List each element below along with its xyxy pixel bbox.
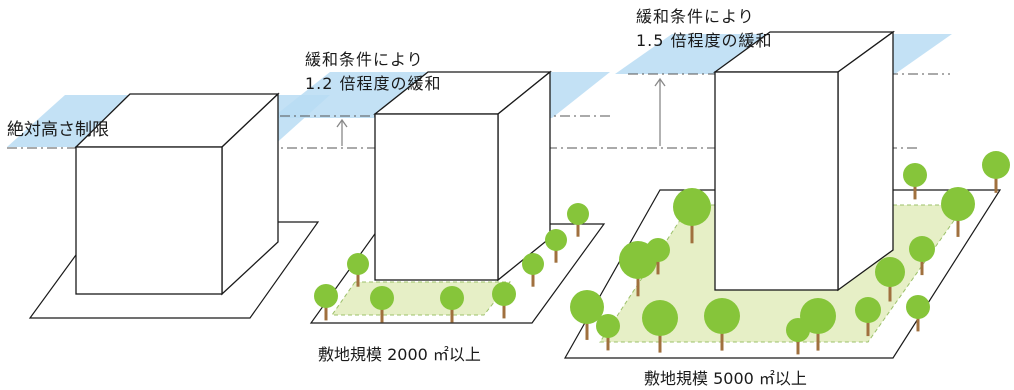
tree-trunk [920, 256, 924, 276]
tree-trunk [690, 218, 694, 244]
tree [545, 229, 567, 263]
building-5000 [713, 30, 895, 292]
tree [903, 163, 927, 200]
tree [492, 282, 516, 319]
site-label-5000: 敷地規模 5000 ㎡以上 [644, 369, 807, 388]
tree-crown [906, 295, 930, 319]
tree-crown [567, 203, 589, 225]
building-2000 [373, 70, 552, 282]
tree-crown [941, 187, 975, 221]
trees-layer [314, 151, 1010, 355]
tree-crown [673, 188, 711, 226]
tree-crown [800, 298, 836, 334]
tree-crown [370, 286, 394, 310]
tree-crown [642, 300, 678, 336]
tree [347, 253, 369, 287]
tree-trunk [656, 257, 660, 275]
tree [786, 318, 810, 355]
tree-trunk [450, 305, 454, 323]
tree-crown [982, 151, 1010, 179]
tree-trunk [585, 317, 589, 340]
lawn-2000 [331, 281, 512, 316]
relax-arrow-1-2x [336, 118, 348, 146]
relax-label-b-line1: 緩和条件により [636, 7, 755, 26]
tree [941, 187, 975, 237]
relax-arrow-1-5x [654, 77, 666, 146]
tree-trunk [606, 333, 610, 351]
tree-trunk [796, 337, 800, 355]
tree-crown [492, 282, 516, 306]
tree-crown [646, 238, 670, 262]
tree [642, 300, 678, 353]
tree-crown [875, 257, 905, 287]
tree-trunk [658, 328, 662, 353]
tree [596, 314, 620, 351]
tree [704, 298, 740, 351]
tree [855, 297, 881, 337]
tree-crown [570, 290, 604, 324]
tree-crown [440, 286, 464, 310]
relax-label-a-line2: 1.2 倍程度の緩和 [305, 74, 442, 93]
tree-trunk [356, 270, 360, 287]
tree [982, 151, 1010, 193]
tree-trunk [956, 214, 960, 237]
tree-crown [909, 236, 935, 262]
tree [673, 188, 711, 244]
tree-crown [314, 284, 338, 308]
tree [800, 298, 836, 351]
tree-trunk [816, 326, 820, 351]
tree-trunk [554, 246, 558, 263]
tree-trunk [576, 220, 580, 237]
tree-trunk [720, 326, 724, 351]
tree [909, 236, 935, 276]
tree-crown [855, 297, 881, 323]
tree-trunk [380, 305, 384, 323]
relax-label-b-line2: 1.5 倍程度の緩和 [636, 31, 773, 50]
tree [570, 290, 604, 340]
tree-trunk [866, 317, 870, 337]
tree [875, 257, 905, 302]
tree [567, 203, 589, 237]
building-baseline [74, 92, 280, 296]
tree-crown [903, 163, 927, 187]
tree-crown [786, 318, 810, 342]
tree-crown [545, 229, 567, 251]
tree [646, 238, 670, 275]
tree [522, 253, 544, 287]
tree-trunk [636, 271, 640, 297]
tree-crown [596, 314, 620, 338]
tree-trunk [888, 281, 892, 302]
tree [906, 295, 930, 332]
tree-trunk [916, 314, 920, 332]
tree [370, 286, 394, 323]
tree-trunk [913, 182, 917, 200]
absolute-height-label: 絶対高さ制限 [7, 120, 109, 140]
site-label-2000: 敷地規模 2000 ㎡以上 [318, 345, 481, 364]
tree-trunk [502, 301, 506, 319]
tree [314, 284, 338, 321]
tree-crown [347, 253, 369, 275]
relax-label-a-line1: 緩和条件により [305, 50, 424, 69]
tree-trunk [994, 173, 998, 193]
tree-crown [522, 253, 544, 275]
tree-crown [704, 298, 740, 334]
tree-trunk [531, 270, 535, 287]
tree [440, 286, 464, 323]
tree-trunk [324, 303, 328, 321]
